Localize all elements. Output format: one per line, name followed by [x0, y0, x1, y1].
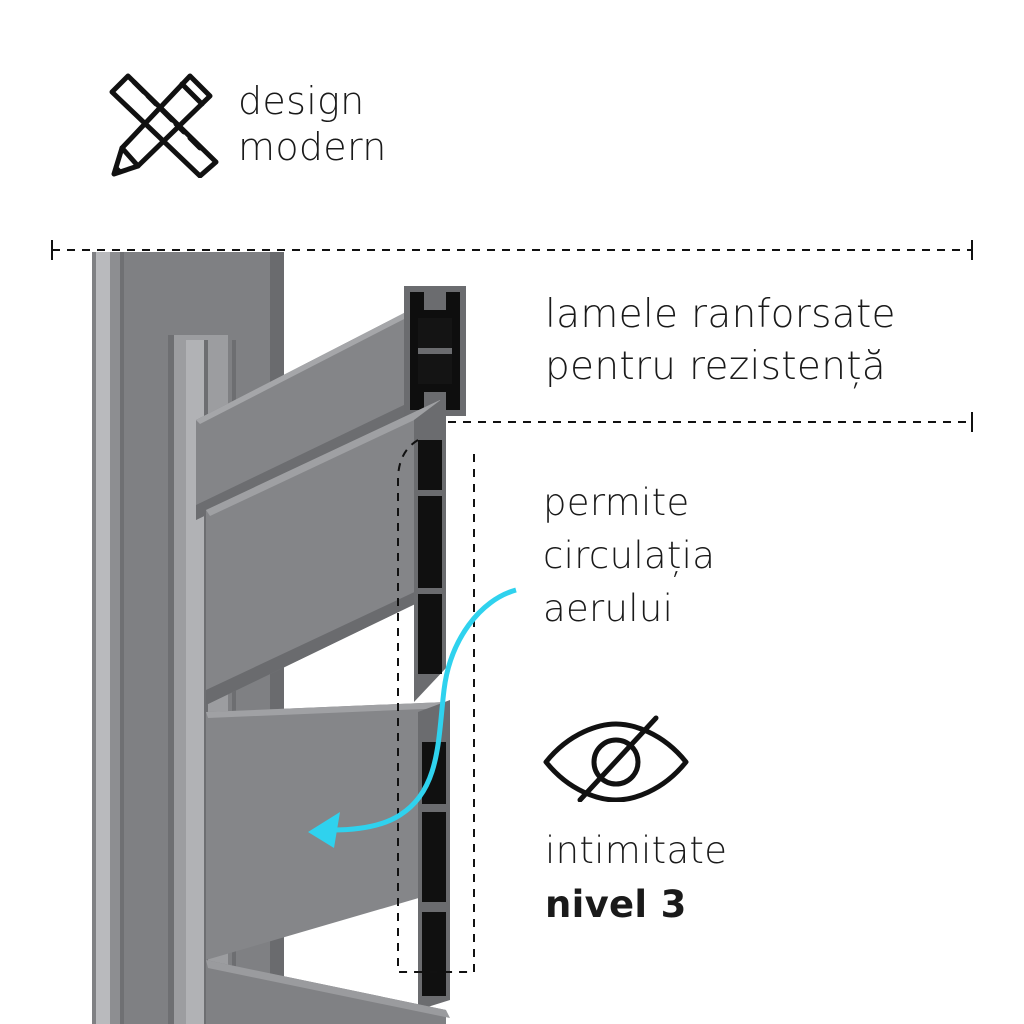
- dimension-lines: [51, 240, 973, 973]
- airflow-line2: circulația: [543, 534, 716, 577]
- slat-top: [196, 286, 466, 520]
- privacy-line1: intimitate: [545, 829, 728, 872]
- slat-middle: [206, 396, 446, 705]
- feature-design-label: design modern: [238, 78, 387, 170]
- airflow-line1: permite: [543, 481, 690, 524]
- eye-slash-icon: [543, 715, 689, 802]
- design-line2: modern: [238, 125, 387, 169]
- privacy-level: nivel 3: [545, 883, 687, 926]
- design-line1: design: [238, 79, 365, 123]
- airflow-line3: aerului: [543, 587, 674, 630]
- ruler-pencil-icon: [109, 73, 219, 178]
- slats-line2: pentru rezistență: [545, 344, 886, 389]
- slats-line1: lamele ranforsate: [545, 292, 896, 337]
- feature-airflow-label: permite circulația aerului: [543, 476, 715, 635]
- feature-privacy-label: intimitate nivel 3: [545, 824, 727, 932]
- post-highlight: [96, 252, 110, 1024]
- airflow-arrow-icon: [308, 587, 517, 848]
- feature-slats-label: lamele ranforsate pentru rezistență: [545, 289, 896, 393]
